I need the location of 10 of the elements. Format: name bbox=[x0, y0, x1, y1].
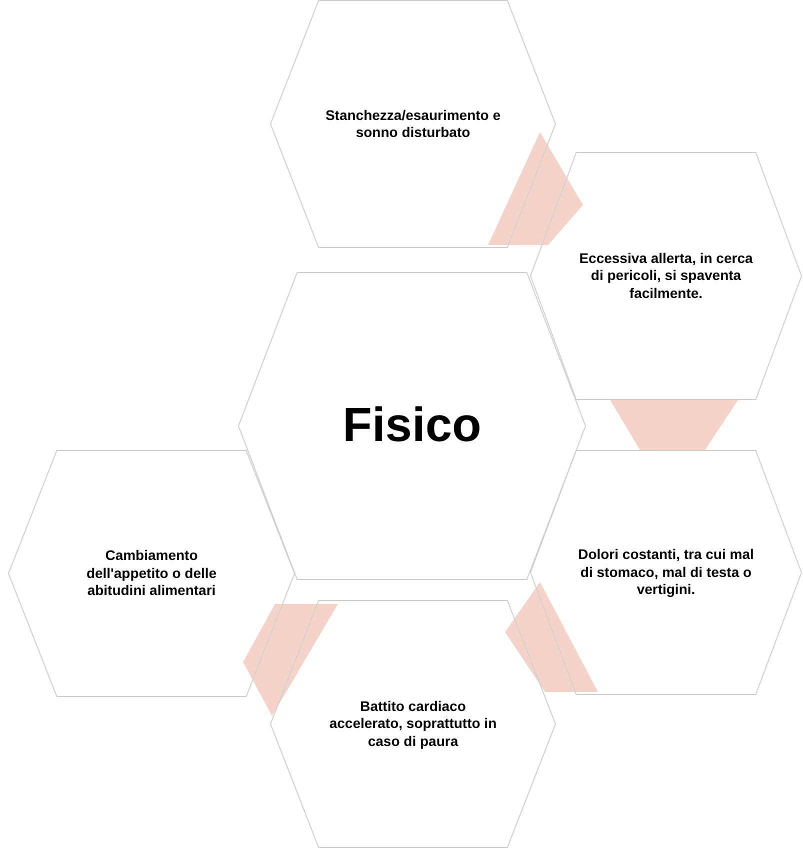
band-shape bbox=[610, 400, 738, 450]
band-shape bbox=[488, 132, 583, 245]
hexagon-label: Stanchezza/esaurimento e sonno disturbato bbox=[324, 106, 502, 142]
band-shape bbox=[243, 604, 338, 716]
hexagon-label: Battito cardiaco accelerato, soprattutto in caso di paura bbox=[328, 698, 498, 750]
hexagon-label: Eccessiva allerta, in cerca di pericoli, si spaventa facilmente. bbox=[578, 250, 754, 302]
hexagon-title: Fisico bbox=[342, 402, 482, 450]
band-shape bbox=[505, 582, 598, 692]
hexagon-label: Dolori costanti, tra cui mal di stomaco, mal di testa o vertigini. bbox=[577, 546, 755, 599]
hexagon-label: Cambiamento dell'appetito o delle abitudini alimentari bbox=[85, 547, 218, 600]
